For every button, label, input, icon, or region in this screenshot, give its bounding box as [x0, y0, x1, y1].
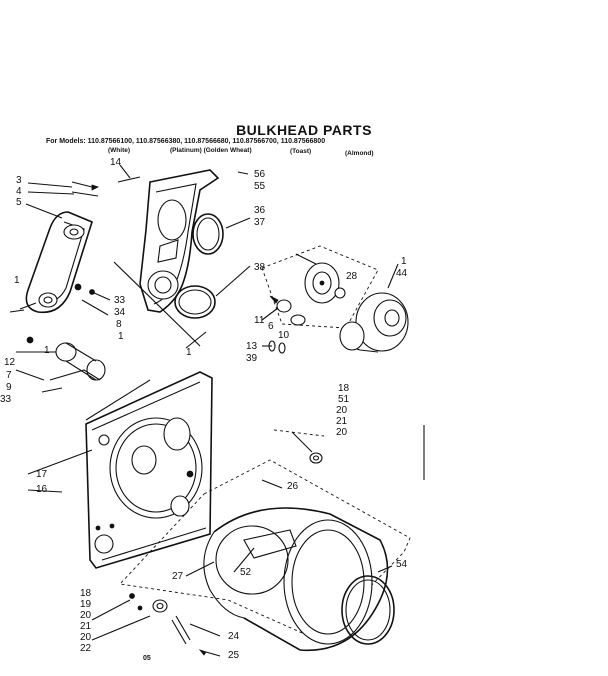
callout-21-lower: 21	[80, 621, 92, 632]
small-fasteners-cluster	[268, 295, 306, 354]
callout-11: 11	[254, 315, 265, 326]
upper-bulkhead-housing	[139, 169, 220, 313]
color-platinum-golden-wheat: (Platinum) (Golden Wheat)	[170, 147, 252, 154]
callout-1-bracket: 1	[14, 275, 20, 286]
callout-36: 36	[254, 205, 266, 216]
seal-ring-36	[192, 213, 224, 255]
callout-20-b: 20	[336, 427, 348, 438]
callout-20-a: 20	[336, 405, 348, 416]
lower-drum-roller	[129, 593, 207, 656]
callout-21-upper: 21	[336, 416, 348, 427]
callout-5: 5	[16, 197, 22, 208]
callout-13: 13	[246, 341, 258, 352]
color-white: (White)	[108, 147, 131, 154]
callout-55: 55	[254, 181, 266, 192]
callout-16: 16	[36, 484, 48, 495]
drum-roller	[273, 429, 325, 464]
switch-motor-assembly	[26, 336, 106, 393]
callout-33-top: 33	[114, 295, 126, 306]
callout-27: 27	[172, 571, 184, 582]
callout-12: 12	[4, 357, 16, 368]
callout-9: 9	[6, 382, 12, 393]
seal-ring-38	[174, 285, 216, 319]
callout-34: 34	[114, 307, 126, 318]
callout-20-c: 20	[80, 610, 92, 621]
callout-17: 17	[36, 469, 48, 480]
callout-10: 10	[278, 330, 290, 341]
callout-37: 37	[254, 217, 266, 228]
callout-38: 38	[254, 262, 266, 273]
callout-1-fastener: 1	[118, 331, 124, 342]
color-almond: (Almond)	[345, 150, 374, 157]
left-bracket-assembly	[9, 211, 93, 314]
drum	[203, 507, 395, 652]
idler-pulley	[304, 262, 346, 304]
callout-25: 25	[228, 650, 240, 661]
callout-56: 56	[254, 169, 266, 180]
callout-22: 22	[80, 643, 92, 654]
callout-3: 3	[16, 175, 22, 186]
callout-1-panel: 1	[186, 347, 192, 358]
callout-6: 6	[268, 321, 274, 332]
callout-8: 8	[116, 319, 122, 330]
callout-24: 24	[228, 631, 240, 642]
callout-33-bottom: 33	[0, 394, 12, 405]
model-numbers: For Models: 110.87566100, 110.87566380, …	[46, 138, 326, 145]
callout-54: 54	[396, 559, 408, 570]
callout-14: 14	[110, 157, 122, 168]
callout-19: 19	[80, 599, 92, 610]
callout-52: 52	[240, 567, 252, 578]
callout-26: 26	[287, 481, 299, 492]
callout-39: 39	[246, 353, 258, 364]
screws-top	[71, 176, 141, 295]
callout-4: 4	[16, 186, 22, 197]
callout-18-lower: 18	[80, 588, 92, 599]
callout-1-switch: 1	[44, 345, 50, 356]
callout-44: 44	[396, 268, 408, 279]
pulley-group-outline	[261, 245, 379, 329]
callout-20-d: 20	[80, 632, 92, 643]
blower-wheel	[339, 292, 409, 353]
callout-18-upper: 18	[338, 383, 350, 394]
callout-28: 28	[346, 271, 358, 282]
front-bulkhead-panel	[85, 371, 213, 569]
diagram-title: BULKHEAD PARTS	[236, 122, 372, 138]
footer-code: 05	[143, 655, 151, 662]
callout-51: 51	[338, 394, 350, 405]
callout-7: 7	[6, 370, 12, 381]
callout-1-blower: 1	[401, 256, 407, 267]
leader-lines	[15, 164, 399, 657]
color-toast: (Toast)	[290, 148, 312, 155]
